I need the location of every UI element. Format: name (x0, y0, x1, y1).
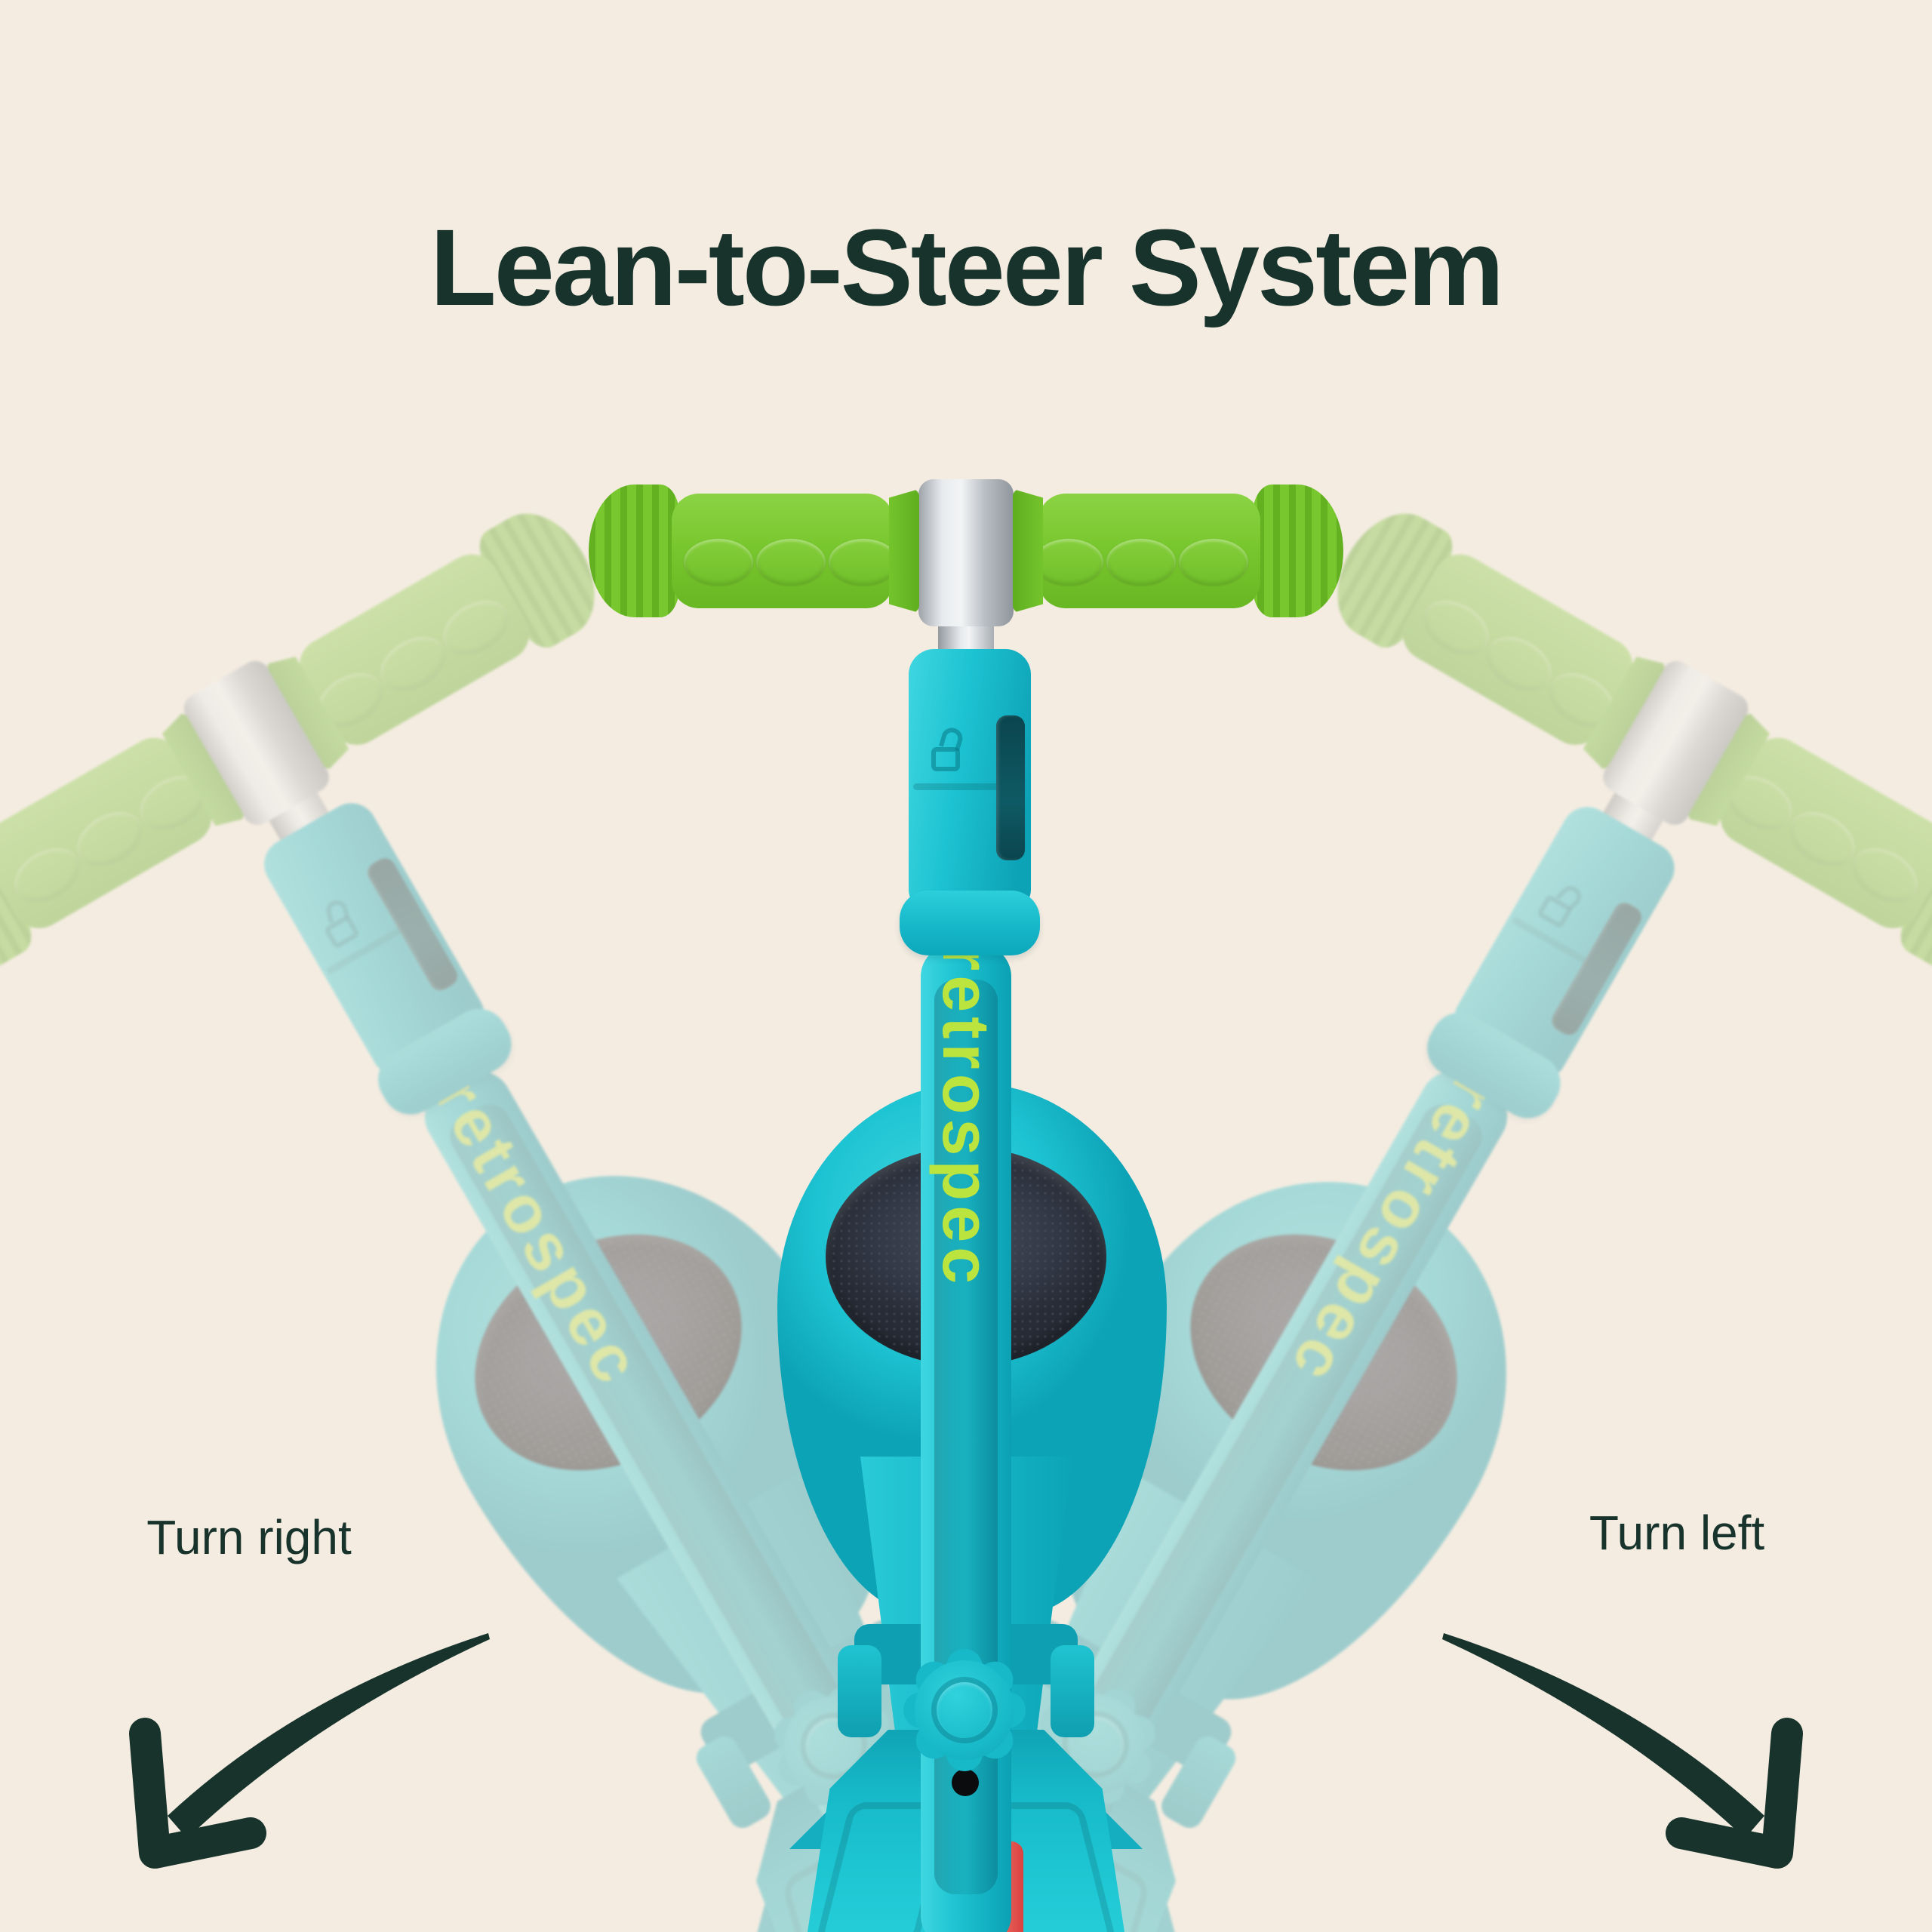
turn-right-label: Turn right (146, 1510, 352, 1564)
grip-flange (889, 489, 919, 613)
handlebar-grip-right (1013, 485, 1343, 617)
page-title: Lean-to-Steer System (429, 207, 1504, 328)
scooter: retrospec (589, 468, 1343, 1932)
hinge-tab-right (1051, 1645, 1094, 1737)
handlebar-grip-left (1316, 495, 1669, 775)
unlock-icon (930, 724, 975, 792)
curved-arrow-down-left-icon (129, 1633, 490, 1869)
hinge-tab-left (838, 1645, 881, 1737)
fold-knob-ring (931, 1677, 998, 1743)
grip-flange (1013, 489, 1043, 613)
unlock-icon (311, 887, 384, 968)
grip-bell-end (1253, 485, 1343, 617)
unlock-icon (1524, 873, 1598, 955)
clamp-collar (900, 891, 1040, 955)
curved-arrow-down-right-icon (1442, 1633, 1803, 1869)
clamp-seam (913, 783, 1011, 790)
fold-knob (903, 1649, 1026, 1771)
clamp-slot (364, 854, 462, 995)
turn-left-label: Turn left (1589, 1506, 1765, 1560)
brand-logo-text: retrospec (929, 945, 1004, 1289)
clamp-slot (996, 715, 1025, 860)
scooter-upright: retrospec (589, 468, 1343, 1932)
handlebar-clamp-chrome (918, 479, 1014, 626)
stem-bolt-hole (952, 1769, 979, 1796)
handlebar-grip-right (263, 495, 616, 775)
grip-bell-end (589, 485, 679, 617)
handlebar-grip-left (589, 485, 919, 617)
stem-clamp (909, 649, 1031, 909)
